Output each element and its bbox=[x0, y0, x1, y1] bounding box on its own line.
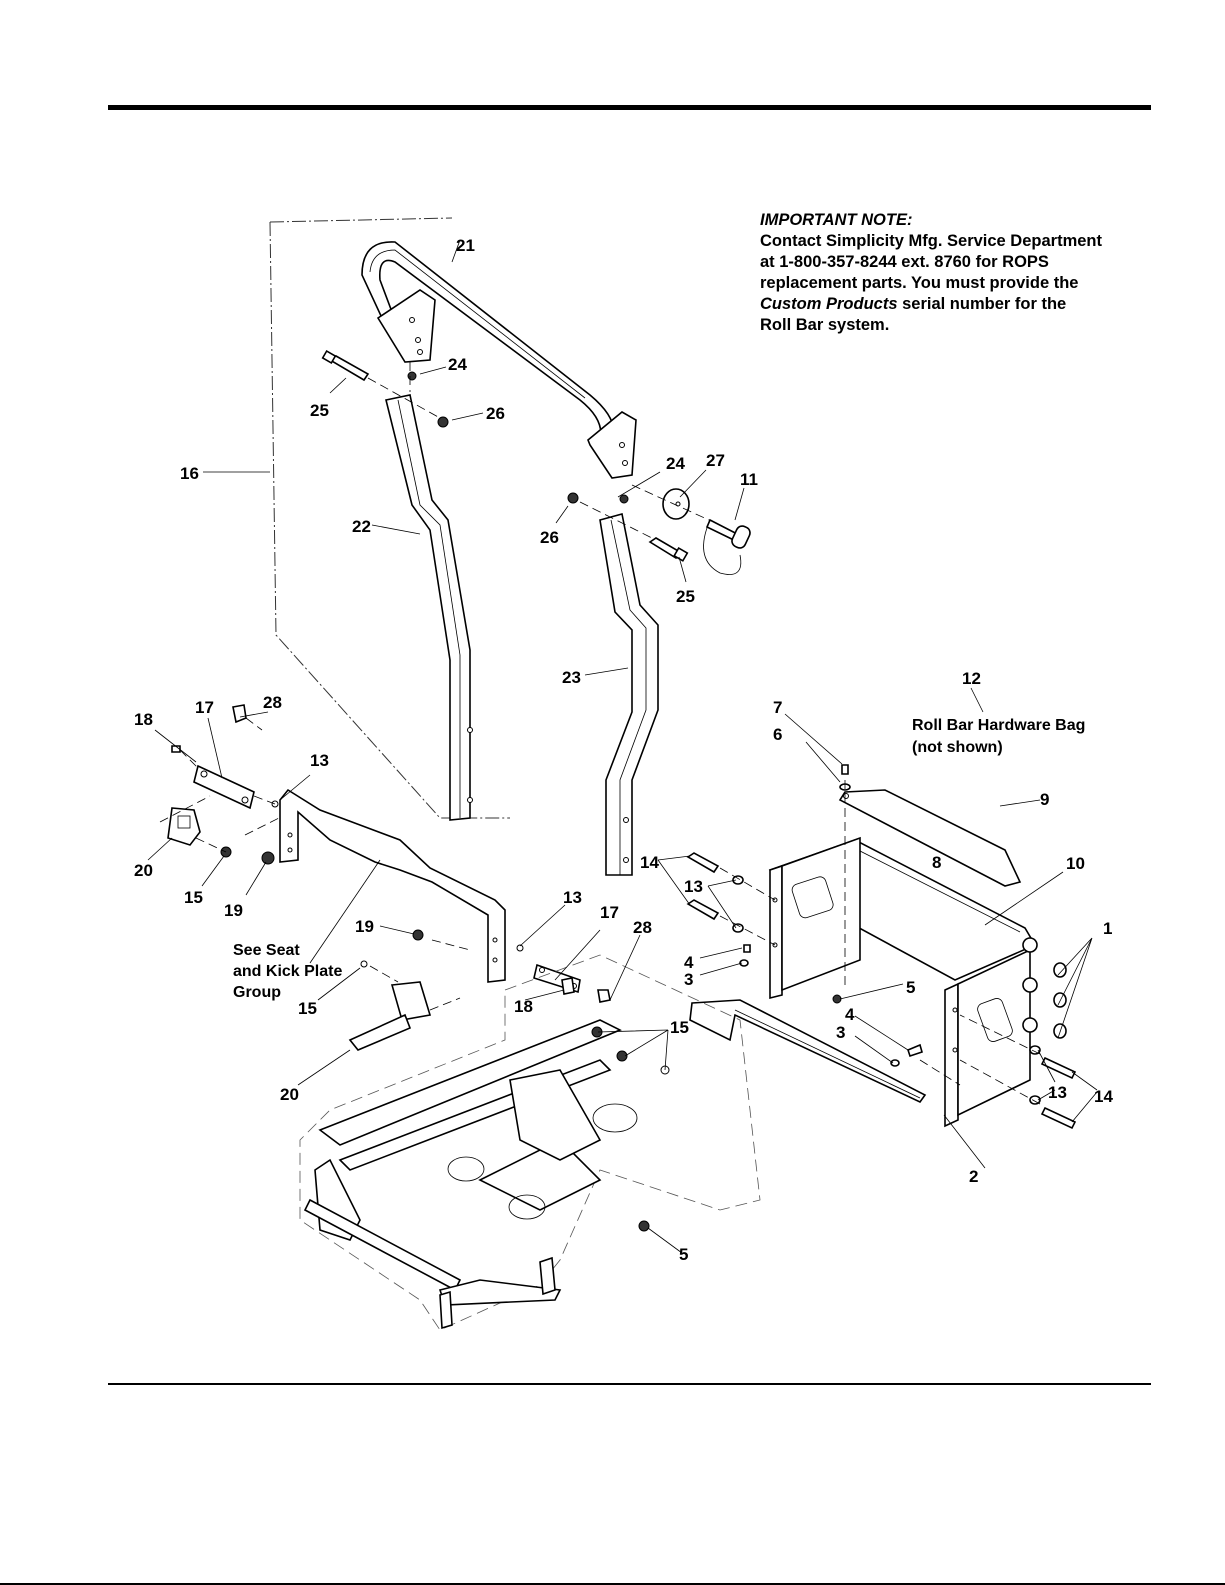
callout-24: 24 bbox=[666, 454, 685, 473]
callout-25: 25 bbox=[676, 587, 695, 606]
callout-24: 24 bbox=[448, 355, 467, 374]
right-latch-hardware bbox=[348, 929, 611, 1051]
important-note: IMPORTANT NOTE: Contact Simplicity Mfg. … bbox=[760, 210, 1160, 336]
callout-17: 17 bbox=[195, 698, 214, 717]
callout-16: 16 bbox=[180, 464, 199, 483]
upper-left-fasteners bbox=[321, 349, 449, 428]
callout-18: 18 bbox=[514, 997, 533, 1016]
callout-6: 6 bbox=[773, 725, 782, 744]
callout-21: 21 bbox=[456, 236, 475, 255]
callout-28: 28 bbox=[633, 918, 652, 937]
note-line: Contact Simplicity Mfg. Service Departme… bbox=[760, 232, 1102, 250]
callout-3: 3 bbox=[836, 1023, 845, 1042]
see-seat-note: and Kick Plate bbox=[233, 963, 342, 980]
note-heading: IMPORTANT NOTE: bbox=[760, 211, 913, 229]
callout-11: 11 bbox=[740, 470, 758, 489]
see-seat-note: See Seat bbox=[233, 942, 300, 959]
footer-rule bbox=[108, 1383, 1151, 1385]
callout-13: 13 bbox=[1048, 1083, 1067, 1102]
callout-5: 5 bbox=[906, 978, 915, 997]
page-edge-rule bbox=[0, 1583, 1225, 1585]
header-rule bbox=[108, 105, 1151, 110]
callout-9: 9 bbox=[1040, 790, 1049, 809]
lower-angle-plate bbox=[689, 999, 927, 1104]
kick-plate bbox=[279, 788, 506, 983]
callout-20: 20 bbox=[280, 1085, 299, 1104]
callout-13: 13 bbox=[310, 751, 329, 770]
callout-18: 18 bbox=[134, 710, 153, 729]
left-latch-hardware bbox=[159, 704, 296, 865]
callout-13: 13 bbox=[563, 888, 582, 907]
rops-group-frame bbox=[269, 217, 510, 819]
callout-4: 4 bbox=[684, 953, 694, 972]
roll-bar-hoop bbox=[361, 241, 637, 479]
roll-bar-mount-box bbox=[768, 789, 1067, 1128]
callout-labels: 21 24 25 26 16 22 24 27 11 26 25 23 12 R… bbox=[134, 236, 1113, 1264]
callout-10: 10 bbox=[1066, 854, 1085, 873]
callout-19: 19 bbox=[224, 901, 243, 920]
callout-12: 12 bbox=[962, 669, 981, 688]
box-fasteners bbox=[686, 764, 1077, 1130]
note-line: replacement parts. You must provide the bbox=[760, 274, 1079, 292]
callout-17: 17 bbox=[600, 903, 619, 922]
callout-26: 26 bbox=[540, 528, 559, 547]
callout-1: 1 bbox=[1103, 919, 1112, 938]
mower-chassis-frame bbox=[299, 954, 761, 1331]
callout-15: 15 bbox=[184, 888, 203, 907]
leader-lines bbox=[147, 239, 1098, 1254]
callout-15: 15 bbox=[670, 1018, 689, 1037]
hardware-bag-note: (not shown) bbox=[912, 739, 1003, 756]
callout-3: 3 bbox=[684, 970, 693, 989]
callout-25: 25 bbox=[310, 401, 329, 420]
right-roll-bar-upright bbox=[599, 513, 659, 876]
callout-23: 23 bbox=[562, 668, 581, 687]
callout-27: 27 bbox=[706, 451, 725, 470]
note-italic-term: Custom Products bbox=[760, 295, 898, 313]
callout-14: 14 bbox=[1094, 1087, 1113, 1106]
callout-8: 8 bbox=[932, 853, 941, 872]
note-line: Roll Bar system. bbox=[760, 316, 890, 334]
note-line: Custom Products serial number for the bbox=[760, 294, 1160, 315]
note-line: at 1-800-357-8244 ext. 8760 for ROPS bbox=[760, 253, 1049, 271]
callout-2: 2 bbox=[969, 1167, 978, 1186]
upper-right-fasteners bbox=[567, 484, 721, 562]
callout-20: 20 bbox=[134, 861, 153, 880]
hitch-pin bbox=[703, 518, 751, 575]
left-roll-bar-upright bbox=[385, 394, 473, 821]
callout-19: 19 bbox=[355, 917, 374, 936]
callout-26: 26 bbox=[486, 404, 505, 423]
callout-14: 14 bbox=[640, 853, 659, 872]
callout-13: 13 bbox=[684, 877, 703, 896]
callout-28: 28 bbox=[263, 693, 282, 712]
callout-4: 4 bbox=[845, 1005, 855, 1024]
callout-22: 22 bbox=[352, 517, 371, 536]
see-seat-note: Group bbox=[233, 984, 281, 1001]
callout-15: 15 bbox=[298, 999, 317, 1018]
callout-5: 5 bbox=[679, 1245, 688, 1264]
note-line-rest: serial number for the bbox=[897, 295, 1067, 313]
callout-7: 7 bbox=[773, 698, 782, 717]
hardware-bag-label: Roll Bar Hardware Bag bbox=[912, 717, 1085, 734]
